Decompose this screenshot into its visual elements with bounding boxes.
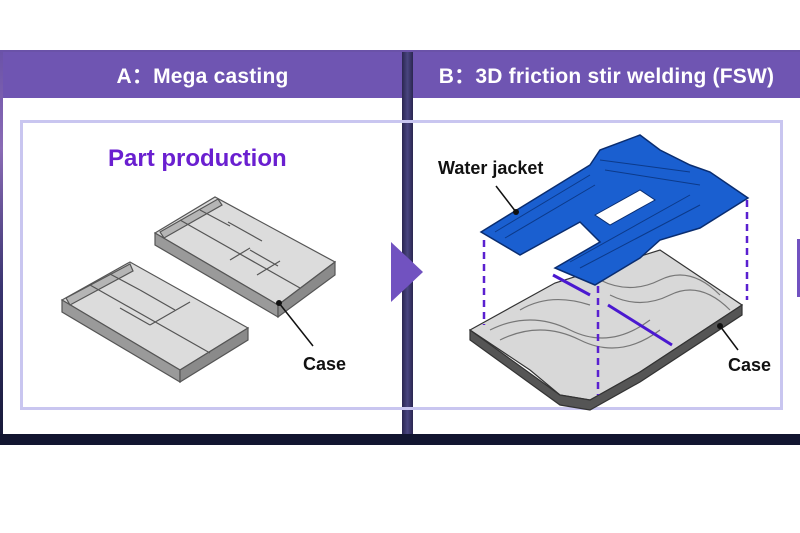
water-jacket-label: Water jacket	[438, 158, 544, 178]
case-tray-lower	[60, 261, 250, 384]
case-label-a: Case	[303, 354, 347, 374]
case-tray-upper	[153, 196, 337, 319]
case-callout-a	[276, 300, 314, 347]
panel-a-header: A：Mega casting	[3, 52, 402, 98]
frame-bottom-bar	[0, 434, 800, 445]
case-callout-b	[717, 323, 739, 351]
panel-b-header: B：3D friction stir welding (FSW)	[413, 52, 800, 98]
part-production-title: Part production	[108, 145, 287, 172]
process-arrow-icon	[391, 242, 423, 302]
water-jacket-plate	[479, 134, 750, 286]
fsw-weld-lines	[552, 273, 673, 347]
water-jacket-callout	[495, 185, 519, 215]
next-step-arrow-icon	[797, 239, 800, 297]
case-label-b: Case	[728, 355, 772, 375]
